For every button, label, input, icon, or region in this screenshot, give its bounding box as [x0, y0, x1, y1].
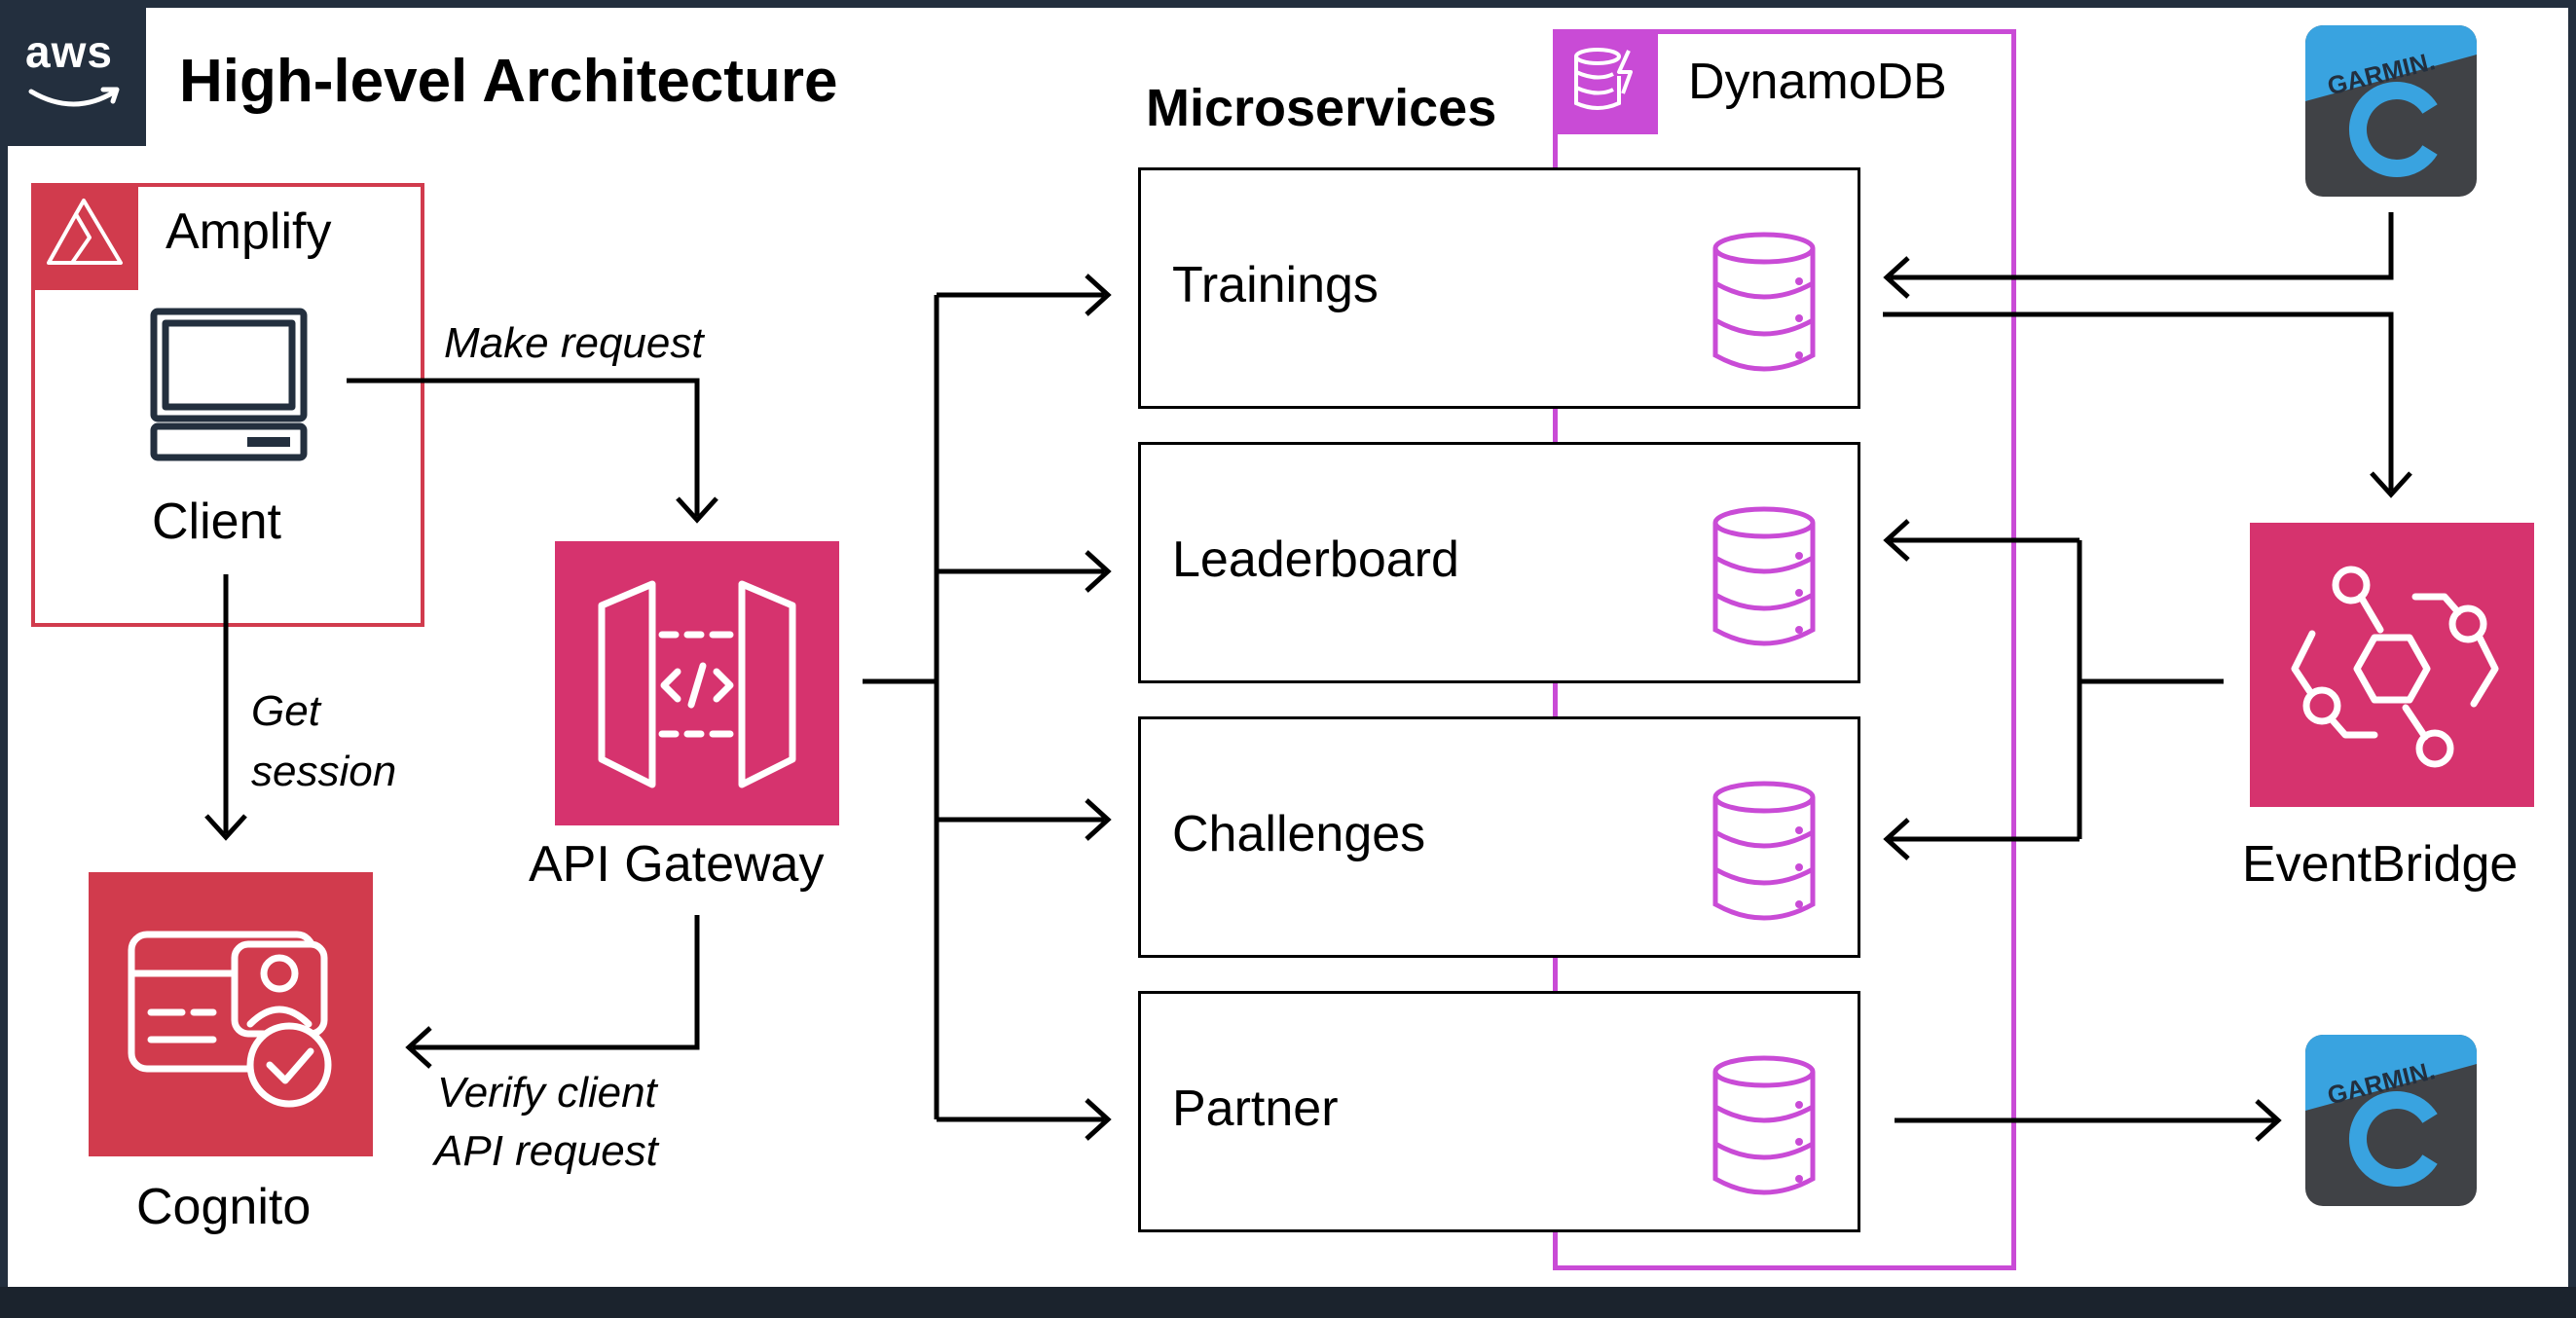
edge-label-get-session-line2: session — [251, 748, 397, 795]
service-label: Challenges — [1172, 806, 1426, 862]
garmin-connect-icon: GARMIN. — [2305, 25, 2477, 197]
client-label: Client — [152, 494, 281, 550]
edge-label-verify-line2: API request — [434, 1127, 658, 1175]
aws-logo-text: aws — [25, 26, 113, 77]
microservices-label: Microservices — [1146, 79, 1497, 137]
frame-bottom — [0, 1287, 2576, 1318]
dynamodb-group-label: DynamoDB — [1688, 54, 1947, 110]
edge-label-verify-line1: Verify client — [437, 1069, 657, 1117]
eventbridge-label: EventBridge — [2242, 836, 2519, 893]
cognito-icon — [89, 872, 373, 1156]
service-trainings: Trainings — [1138, 167, 1860, 409]
client-computer-icon — [150, 308, 308, 461]
service-label: Leaderboard — [1172, 531, 1459, 588]
edge-label-get-session-line1: Get — [251, 687, 320, 735]
eventbridge-icon — [2250, 523, 2534, 807]
edge-label-make-request: Make request — [444, 319, 704, 367]
database-icon — [1712, 506, 1816, 646]
service-label: Partner — [1172, 1080, 1339, 1137]
service-leaderboard: Leaderboard — [1138, 442, 1860, 683]
api-gateway-label: API Gateway — [529, 836, 825, 893]
database-icon — [1712, 781, 1816, 921]
api-gateway-icon — [555, 541, 839, 825]
frame-top — [0, 0, 2576, 8]
database-icon — [1712, 1055, 1816, 1195]
amplify-group-label: Amplify — [166, 203, 332, 260]
service-challenges: Challenges — [1138, 716, 1860, 958]
cognito-label: Cognito — [136, 1179, 312, 1235]
aws-smile-icon — [28, 87, 120, 107]
database-icon — [1712, 232, 1816, 372]
amplify-icon — [31, 183, 138, 290]
aws-logo: aws — [0, 0, 146, 146]
service-label: Trainings — [1172, 257, 1379, 313]
frame-left — [0, 0, 8, 1318]
garmin-connect-icon: GARMIN. — [2305, 1035, 2477, 1206]
service-partner: Partner — [1138, 991, 1860, 1232]
page-title: High-level Architecture — [179, 48, 838, 115]
frame-right — [2568, 0, 2576, 1318]
dynamodb-icon — [1553, 29, 1658, 134]
